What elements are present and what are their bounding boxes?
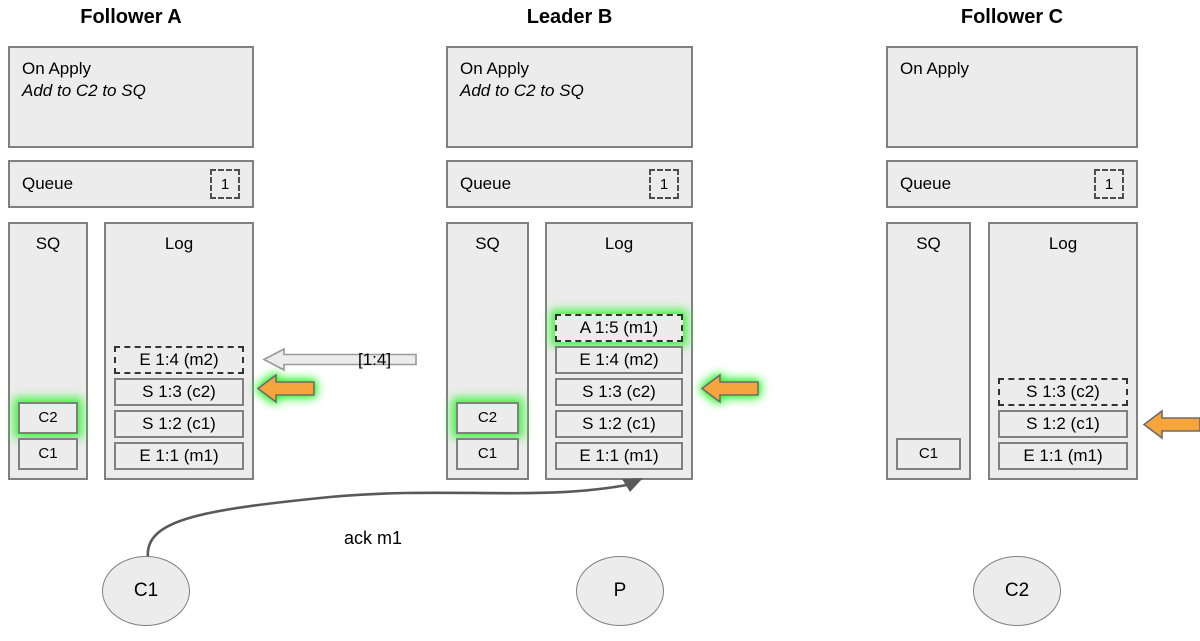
- replicate-range-label: [1:4]: [358, 350, 392, 369]
- on-apply-action: Add to C2 to SQ: [460, 81, 584, 101]
- log-column-title: Log: [164, 234, 194, 253]
- hollow-arrow-replicate: [262, 347, 417, 372]
- log-cell: S 1:3 (c2): [998, 378, 1128, 406]
- on-apply-box-follower-c: On Apply: [886, 46, 1138, 148]
- log-column-title: Log: [1048, 234, 1078, 253]
- ack-label: ack m1: [344, 528, 403, 548]
- log-cell: S 1:2 (c1): [114, 410, 244, 438]
- sq-cell: C2: [18, 402, 78, 434]
- log-cell: A 1:5 (m1): [555, 314, 683, 342]
- orange-arrow-follower-c: [1142, 409, 1200, 440]
- on-apply-title: On Apply: [900, 59, 969, 78]
- log-column-title: Log: [604, 234, 634, 253]
- producer-circle-p[interactable]: P: [576, 556, 664, 626]
- log-cell-stack: E 1:1 (m1) S 1:2 (c1) S 1:3 (c2) E 1:4 (m2)…: [555, 314, 683, 470]
- queue-count-badge: 1: [1094, 169, 1124, 199]
- log-cell: S 1:3 (c2): [555, 378, 683, 406]
- log-cell: E 1:1 (m1): [555, 442, 683, 470]
- sq-cell: C1: [18, 438, 78, 470]
- queue-label: Queue: [900, 174, 952, 193]
- log-cell: S 1:2 (c1): [555, 410, 683, 438]
- log-cell: E 1:1 (m1): [998, 442, 1128, 470]
- node-title-follower-a: Follower A: [80, 6, 182, 28]
- log-cell: S 1:2 (c1): [998, 410, 1128, 438]
- log-cell: E 1:1 (m1): [114, 442, 244, 470]
- queue-box-leader-b: Queue 1: [446, 160, 693, 208]
- client-circle-c1[interactable]: C1: [102, 556, 190, 626]
- queue-box-follower-c: Queue 1: [886, 160, 1138, 208]
- queue-label: Queue: [22, 174, 74, 193]
- on-apply-box-leader-b: On Apply Add to C2 to SQ: [446, 46, 693, 148]
- log-column-follower-a: Log E 1:1 (m1) S 1:2 (c1) S 1:3 (c2) E 1:4 …: [104, 222, 254, 480]
- queue-count-badge: 1: [210, 169, 240, 199]
- queue-count-badge: 1: [649, 169, 679, 199]
- sq-column-title: SQ: [916, 234, 941, 253]
- orange-arrow-follower-a: [256, 373, 315, 404]
- on-apply-title: On Apply: [22, 59, 91, 78]
- queue-label: Queue: [460, 174, 512, 193]
- log-cell: S 1:3 (c2): [114, 378, 244, 406]
- node-title-follower-c: Follower C: [960, 6, 1064, 28]
- log-column-leader-b: Log E 1:1 (m1) S 1:2 (c1) S 1:3 (c2) E 1:4 …: [545, 222, 693, 480]
- on-apply-box-follower-a: On Apply Add to C2 to SQ: [8, 46, 254, 148]
- sq-cell: C2: [456, 402, 519, 434]
- queue-box-follower-a: Queue 1: [8, 160, 254, 208]
- sq-column-title: SQ: [35, 234, 61, 253]
- client-circle-c2[interactable]: C2: [973, 556, 1061, 626]
- sq-column-follower-c: SQ C1: [886, 222, 971, 480]
- log-cell: E 1:4 (m2): [555, 346, 683, 374]
- log-cell-stack: E 1:1 (m1) S 1:2 (c1) S 1:3 (c2): [998, 378, 1128, 470]
- on-apply-title: On Apply: [460, 59, 529, 78]
- node-title-leader-b: Leader B: [526, 6, 613, 28]
- log-cell-stack: E 1:1 (m1) S 1:2 (c1) S 1:3 (c2) E 1:4 (m2): [114, 346, 244, 470]
- sq-column-title: SQ: [475, 234, 500, 253]
- log-cell: E 1:4 (m2): [114, 346, 244, 374]
- sq-cell: C1: [456, 438, 519, 470]
- on-apply-action: Add to C2 to SQ: [22, 81, 146, 101]
- sq-cell: C1: [896, 438, 961, 470]
- sq-cell-stack: C1: [896, 438, 961, 470]
- orange-arrow-leader-b: [700, 373, 759, 404]
- log-column-follower-c: Log E 1:1 (m1) S 1:2 (c1) S 1:3 (c2): [988, 222, 1138, 480]
